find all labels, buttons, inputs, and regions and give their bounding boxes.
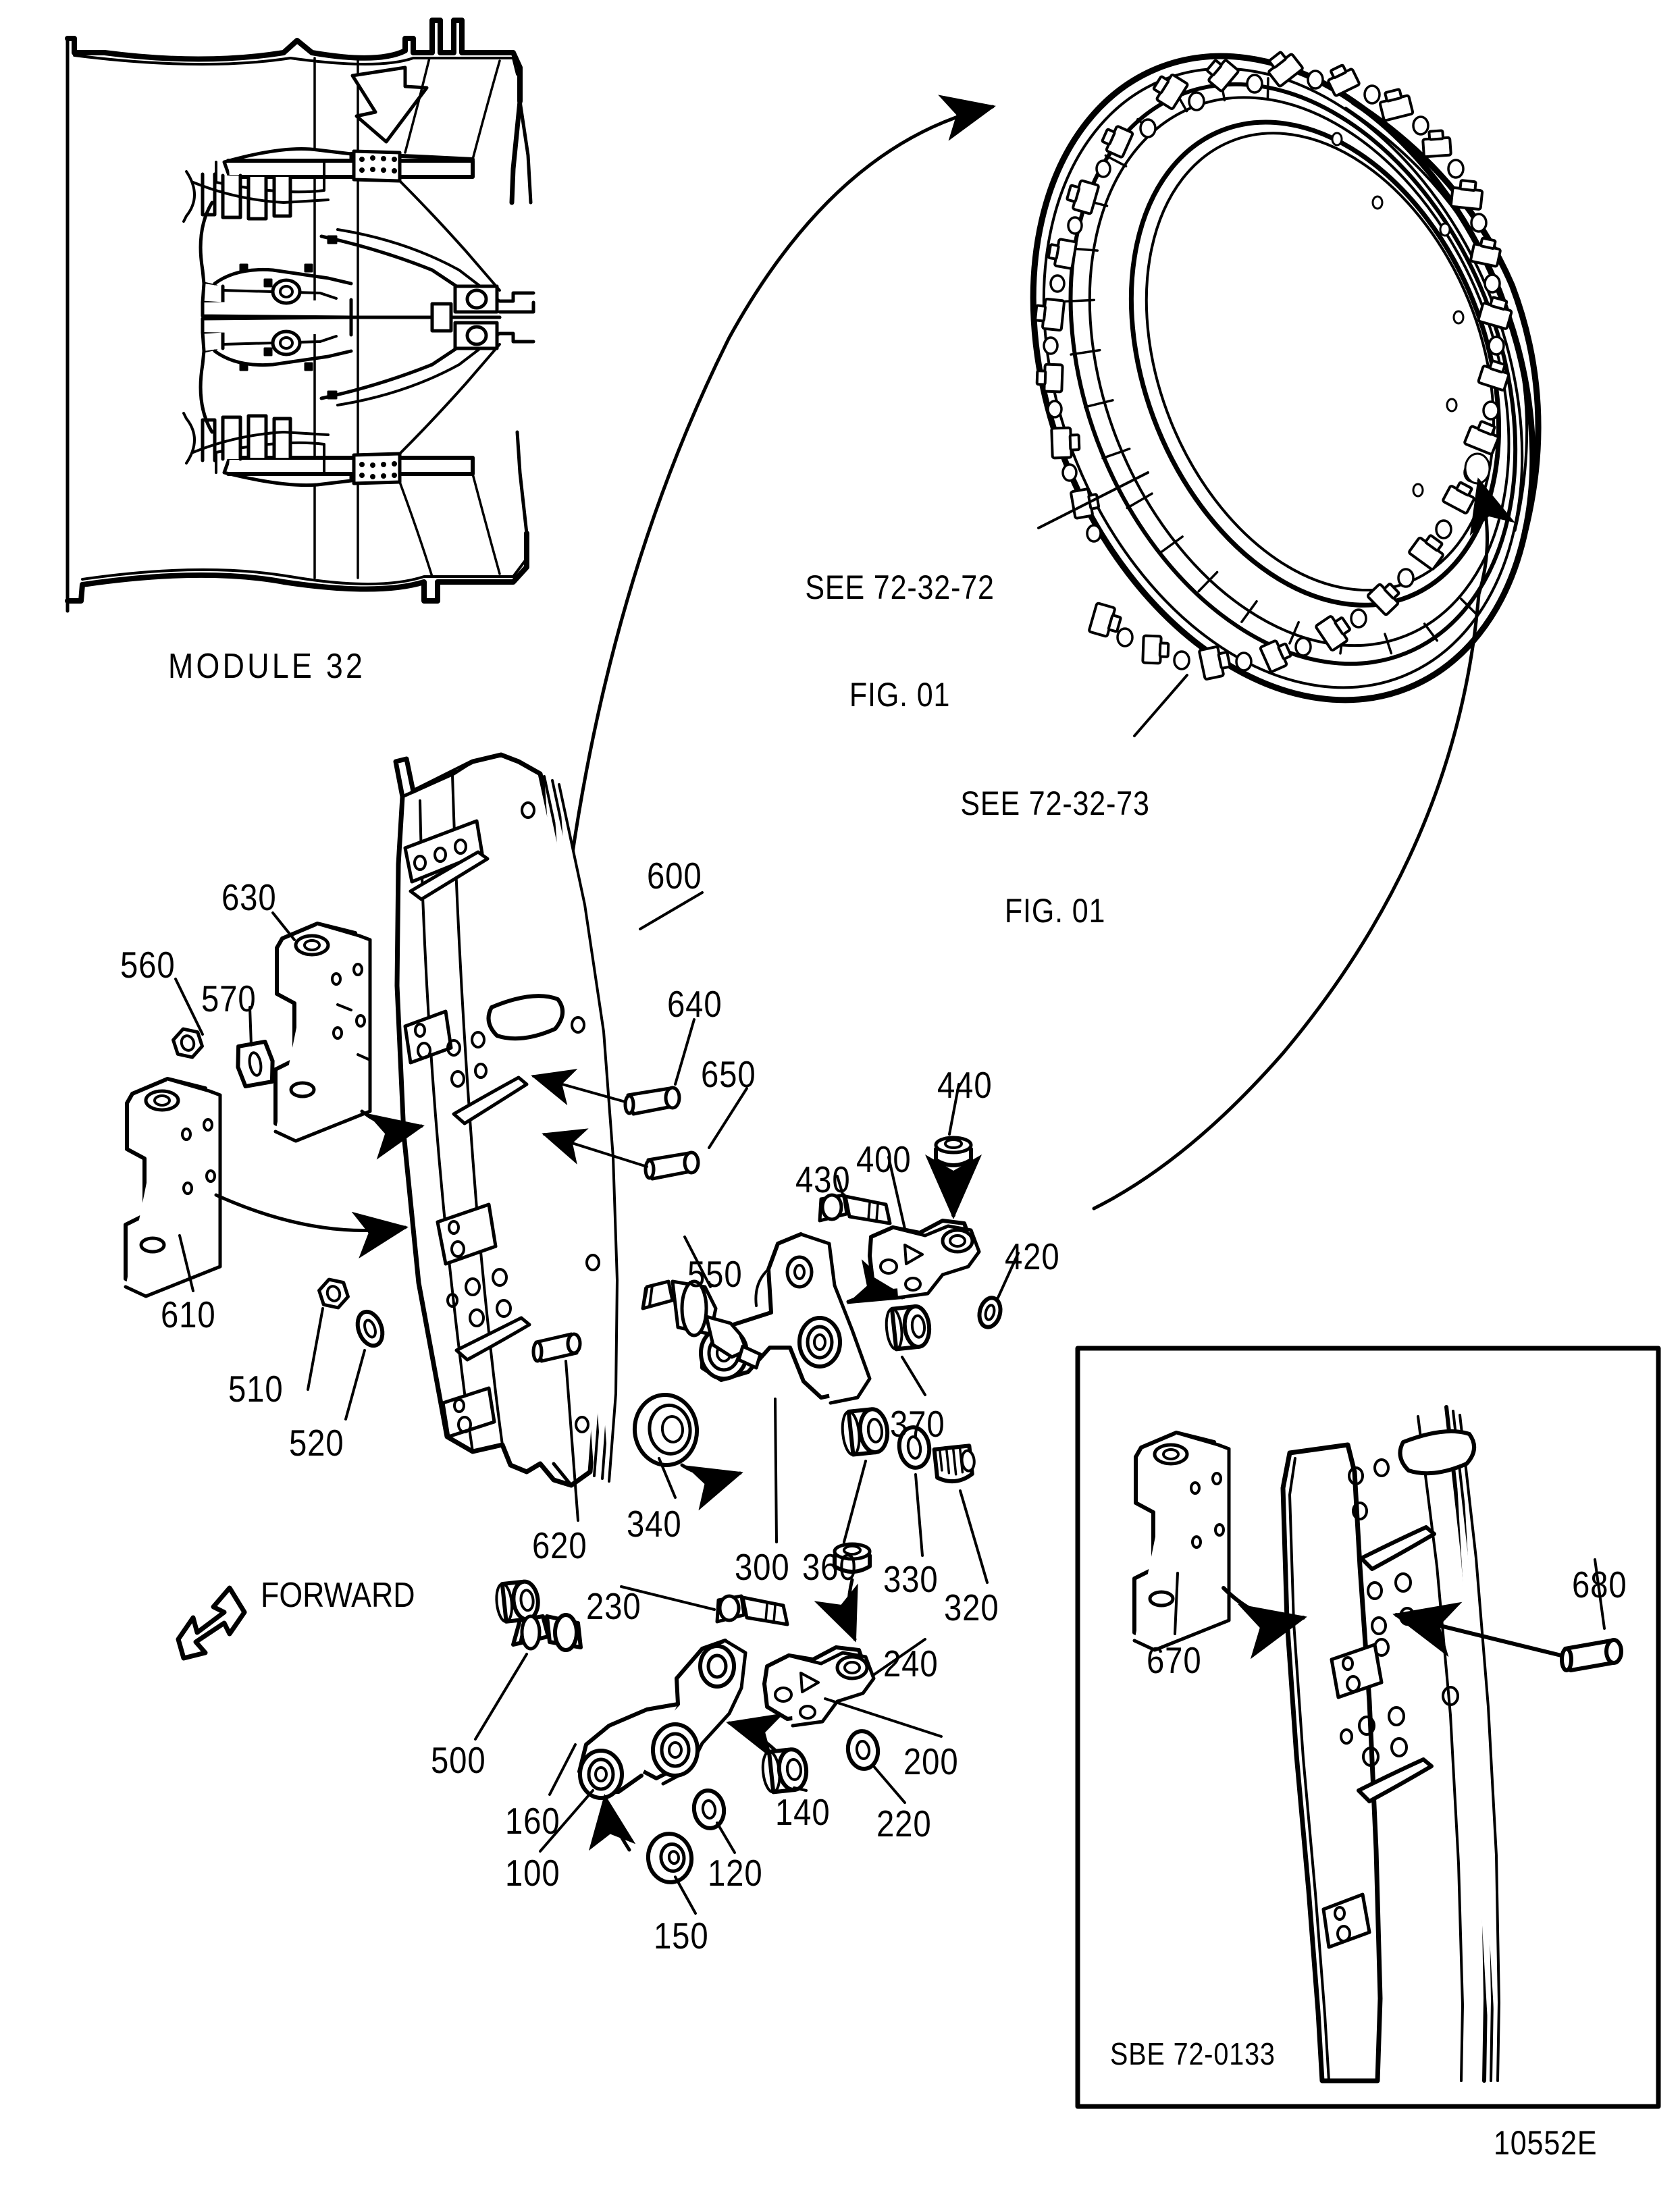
- part-120-washer: [691, 1788, 727, 1830]
- leader-ref-72-32-73: [1133, 674, 1188, 737]
- callout-550: 550: [687, 1253, 743, 1295]
- callout-330: 330: [883, 1558, 939, 1600]
- callout-510: 510: [228, 1368, 284, 1410]
- callout-640: 640: [667, 983, 723, 1025]
- callout-220: 220: [876, 1803, 932, 1844]
- install-arrow-640: [531, 1069, 627, 1106]
- install-arrow-610: [214, 1193, 409, 1258]
- forward-arrow-icon: [176, 1585, 247, 1661]
- leader-ring-to-detail: [1092, 592, 1481, 1211]
- callout-630: 630: [221, 876, 277, 918]
- callout-650: 650: [701, 1053, 756, 1095]
- module-caption: MODULE 32: [168, 647, 366, 686]
- callout-600: 600: [647, 855, 702, 897]
- reference-72-32-73-line2: FIG. 01: [1004, 892, 1106, 930]
- module-32-cross-section: [65, 18, 535, 613]
- fan-case-ring-assembly: [1030, 51, 1542, 704]
- part-680-pin: [1560, 1638, 1623, 1672]
- callout-560: 560: [120, 944, 176, 986]
- leader-ref-72-32-72: [1037, 471, 1149, 529]
- reference-72-32-72-line1: SEE 72-32-72: [805, 568, 995, 606]
- callout-400: 400: [856, 1138, 912, 1180]
- callout-340: 340: [627, 1503, 682, 1545]
- part-220-washer: [845, 1729, 881, 1771]
- part-320-nut: [932, 1443, 976, 1484]
- part-550-bolt: [641, 1279, 762, 1370]
- part-140-bushing: [761, 1747, 809, 1795]
- figure-number: 10552E: [1494, 2124, 1598, 2162]
- callout-200: 200: [903, 1741, 959, 1782]
- part-440-nut: [934, 1136, 973, 1167]
- install-arrow-650: [542, 1128, 648, 1168]
- part-620-pin: [531, 1332, 582, 1363]
- install-arrow-630: [360, 1109, 425, 1160]
- part-600-strut-panel: [393, 752, 619, 1488]
- leader-module-to-ring: [565, 95, 996, 893]
- part-420-washer: [977, 1296, 1003, 1329]
- callout-230: 230: [586, 1585, 641, 1627]
- part-360-bushing: [841, 1407, 890, 1457]
- callout-620: 620: [532, 1524, 587, 1566]
- part-650-pin: [644, 1150, 700, 1181]
- callout-240: 240: [883, 1643, 939, 1684]
- reference-72-32-72: SEE 72-32-72 FIG. 01: [778, 498, 1022, 785]
- part-160-bushing: [495, 1579, 540, 1624]
- part-330-washer: [897, 1425, 932, 1470]
- part-240-nut: [833, 1542, 872, 1574]
- part-430-bolt: [818, 1193, 892, 1225]
- callout-leaders: [174, 891, 1606, 1915]
- install-arrow-670: [1222, 1586, 1307, 1660]
- part-640-pin: [623, 1086, 681, 1116]
- callout-160: 160: [505, 1800, 560, 1842]
- callout-520: 520: [289, 1422, 344, 1464]
- callout-100: 100: [505, 1852, 560, 1894]
- callout-320: 320: [944, 1587, 999, 1628]
- detail-box-caption: SBE 72-0133: [1110, 2036, 1276, 2071]
- callout-570: 570: [201, 978, 257, 1019]
- part-630-bracket: [273, 922, 372, 1143]
- detail-panel-artwork: [1280, 1405, 1500, 2083]
- callout-440: 440: [937, 1064, 993, 1106]
- part-200-link: [762, 1645, 876, 1728]
- part-400-link: [868, 1219, 981, 1300]
- callout-150: 150: [654, 1915, 709, 1957]
- callout-430: 430: [795, 1159, 851, 1200]
- callout-140: 140: [775, 1791, 831, 1833]
- reference-72-32-73-line1: SEE 72-32-73: [960, 785, 1150, 822]
- part-370-bushing: [885, 1304, 932, 1352]
- callout-370: 370: [890, 1403, 945, 1445]
- part-510-nut: [317, 1275, 350, 1312]
- callout-680: 680: [1572, 1564, 1627, 1605]
- part-500-bolt: [511, 1613, 583, 1652]
- forward-label: FORWARD: [261, 1576, 415, 1615]
- part-100-bellcrank: [577, 1639, 747, 1800]
- callout-610: 610: [161, 1294, 216, 1335]
- callout-670: 670: [1147, 1639, 1202, 1681]
- part-570-washer: [236, 1039, 275, 1089]
- install-arrow-680: [1392, 1601, 1563, 1657]
- install-arrow-240: [814, 1578, 858, 1643]
- reference-72-32-73: SEE 72-32-73 FIG. 01: [933, 714, 1177, 1001]
- install-arrow-300-bushing: [846, 1259, 905, 1304]
- callout-360: 360: [802, 1546, 858, 1588]
- callout-500: 500: [431, 1739, 486, 1781]
- callout-420: 420: [1005, 1236, 1060, 1277]
- callout-120: 120: [708, 1852, 763, 1894]
- part-520-washer: [353, 1308, 387, 1349]
- part-670-bracket: [1132, 1431, 1231, 1652]
- reference-72-32-72-line2: FIG. 01: [849, 676, 951, 714]
- part-340-bushing: [632, 1393, 700, 1467]
- callout-300: 300: [735, 1546, 790, 1588]
- part-150-washer: [646, 1832, 694, 1884]
- part-230-bolt: [715, 1594, 789, 1626]
- part-610-bracket: [124, 1077, 222, 1298]
